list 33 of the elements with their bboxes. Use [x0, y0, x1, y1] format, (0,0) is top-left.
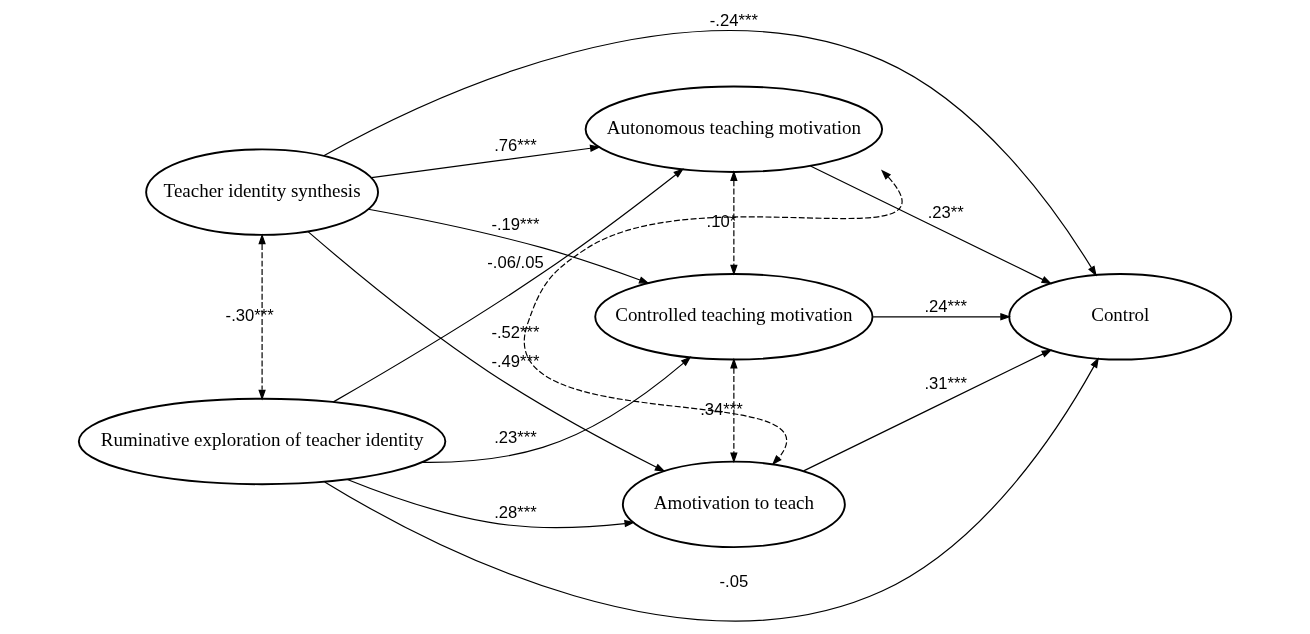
arrow — [323, 30, 1097, 277]
arrow — [730, 170, 738, 276]
edge-label: -.05 — [719, 571, 749, 591]
edge-label: .23** — [927, 203, 964, 223]
arrow — [346, 478, 636, 529]
arrow — [524, 169, 902, 466]
node-ellipse: Autonomous teaching motivation — [584, 85, 884, 173]
edge-label: .76*** — [494, 135, 537, 155]
arrow — [809, 165, 1053, 285]
edge-label: -.06/.05 — [487, 253, 544, 273]
arrow — [332, 168, 684, 403]
arrow — [258, 233, 266, 401]
arrow — [803, 349, 1053, 472]
edge-label: .10* — [706, 212, 737, 232]
edge-label: .24*** — [924, 297, 967, 317]
arrow — [730, 357, 738, 464]
arrow — [307, 231, 666, 472]
edge-label: -.30*** — [225, 306, 274, 326]
arrow — [324, 357, 1099, 622]
edge-label: -.24*** — [709, 11, 758, 31]
node-ellipse: Ruminative exploration of teacher identity — [77, 397, 447, 486]
edge-label: .34*** — [700, 399, 743, 419]
edge-label: .23*** — [494, 427, 537, 447]
node-ellipse: Teacher identity synthesis — [145, 148, 379, 236]
edge-label: .28*** — [494, 502, 537, 522]
arrow — [370, 144, 601, 179]
edge-label: -.19*** — [491, 215, 540, 235]
edge-label: -.49*** — [491, 351, 540, 371]
edge-label: .31*** — [924, 374, 967, 394]
arrow — [367, 208, 650, 284]
edge-label: -.52*** — [491, 322, 540, 342]
arrow — [872, 313, 1012, 321]
arrow — [421, 356, 692, 463]
